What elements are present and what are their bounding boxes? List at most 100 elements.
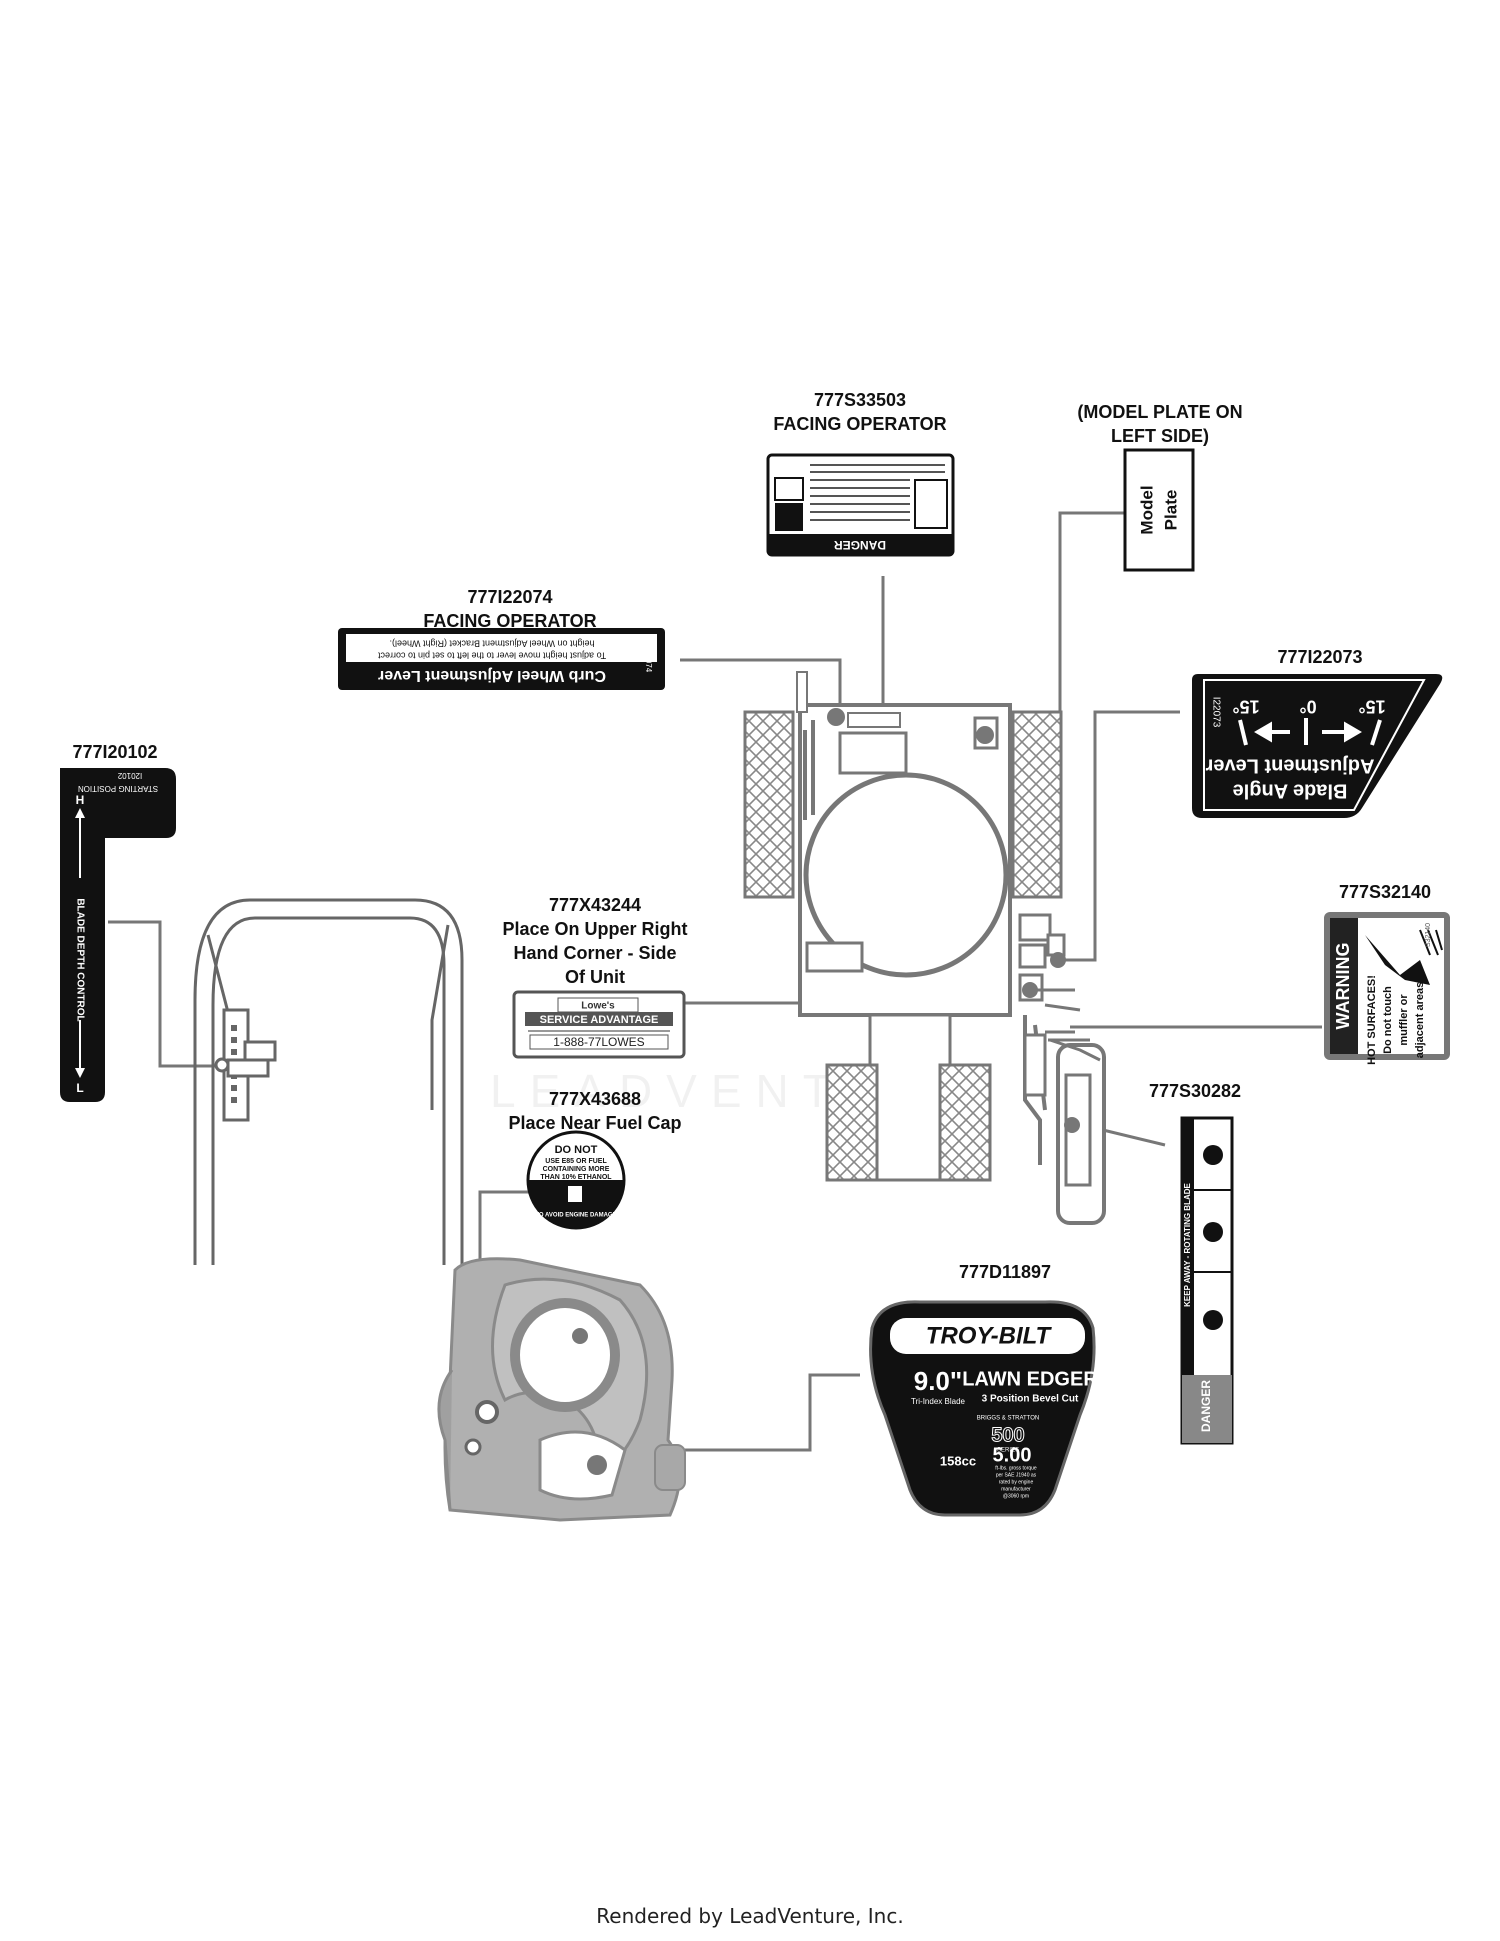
rear-right-wheel bbox=[938, 1063, 992, 1182]
decal-777i22074: Curb Wheel Adjustment Lever To adjust he… bbox=[338, 628, 665, 690]
decal-777s32140: WARNING S32140 HOT SURFACES! Do not touc… bbox=[1324, 912, 1450, 1065]
decal-line: adjacent areas bbox=[1414, 982, 1426, 1058]
decal-line: muffler or bbox=[1398, 994, 1410, 1046]
decal-line: Do not touch bbox=[1382, 986, 1394, 1054]
callout-model-plate: (MODEL PLATE ON LEFT SIDE) bbox=[1050, 400, 1270, 448]
callout-777x43688: 777X43688 Place Near Fuel Cap bbox=[470, 1087, 720, 1135]
engine-air-intake bbox=[510, 1298, 620, 1412]
callout-777s33503: 777S33503 FACING OPERATOR bbox=[730, 388, 990, 436]
part-number: 777S32140 bbox=[1338, 882, 1432, 902]
decal-777d11897: TROY-BILT 9.0" Tri-Index Blade LAWN EDGE… bbox=[869, 1300, 1098, 1517]
decal-spot-top bbox=[847, 712, 901, 728]
decal-line: CONTAINING MORE bbox=[543, 1166, 610, 1173]
part-number: 777I20102 bbox=[72, 742, 158, 762]
decal-text: height on Wheel Adjustment Bracket (Righ… bbox=[389, 639, 594, 649]
decal-product2: 3 Position Bevel Cut bbox=[982, 1394, 1079, 1405]
angle-right: 15° bbox=[1232, 696, 1259, 716]
leader-model-plate bbox=[988, 511, 1125, 737]
decal-line: HOT SURFACES! bbox=[1366, 975, 1378, 1065]
decal-777i20102: I20102 STARTING POSITION H BLADE DEPTH C… bbox=[60, 768, 176, 1102]
placement-note: FACING OPERATOR bbox=[773, 414, 947, 434]
decal-line: THAN 10% ETHANOL bbox=[540, 1174, 612, 1181]
leader-lines bbox=[108, 511, 1322, 1452]
brand-logo: TROY-BILT bbox=[926, 1322, 1053, 1349]
torque-note: manufacturer bbox=[1001, 1486, 1031, 1492]
model-plate-line2: Plate bbox=[1161, 490, 1180, 531]
rear-left-wheel bbox=[825, 1063, 879, 1182]
hazard-icon bbox=[1203, 1222, 1223, 1242]
decal-starting: STARTING POSITION bbox=[78, 784, 158, 793]
decal-brand: Lowe's bbox=[581, 1001, 615, 1012]
decal-header: WARNING bbox=[1333, 943, 1353, 1030]
callout-777d11897: 777D11897 bbox=[935, 1260, 1075, 1284]
decal-sub: Tri-Index Blade bbox=[911, 1397, 966, 1406]
decal-low: L bbox=[76, 1081, 83, 1095]
engine-torque: 5.00 bbox=[993, 1444, 1032, 1466]
torque-note: rated by engine bbox=[999, 1479, 1034, 1485]
part-number: 777S33503 bbox=[813, 390, 907, 410]
placement-note: Place Near Fuel Cap bbox=[508, 1113, 682, 1133]
decal-line: USE E85 OR FUEL bbox=[545, 1158, 607, 1165]
part-number: 777X43688 bbox=[548, 1089, 642, 1109]
left-wheel-tread bbox=[743, 710, 795, 899]
model-plate-line1: Model bbox=[1137, 485, 1156, 534]
decal-line1: Blade Angle bbox=[1233, 780, 1348, 802]
decal-phone: 1-888-77LOWES bbox=[553, 1035, 644, 1049]
decal-high: H bbox=[76, 793, 85, 807]
side-decal-spot bbox=[805, 941, 864, 973]
engine-cover bbox=[803, 772, 1009, 978]
torque-note: per SAE J1940 as bbox=[996, 1472, 1037, 1478]
decal-777x43688: DO NOT USE E85 OR FUEL CONTAINING MORE T… bbox=[526, 1130, 626, 1230]
engine-brand: BRIGGS & STRATTON bbox=[977, 1416, 1039, 1422]
torque-note: ft-lbs. gross torque bbox=[995, 1465, 1037, 1471]
decal-777s30282: DANGER KEEP AWAY - ROTATING BLADE bbox=[1180, 1116, 1234, 1445]
decal-777s33503: DANGER bbox=[766, 453, 955, 557]
model-plate: Model Plate bbox=[1123, 448, 1195, 572]
part-number: 777S30282 bbox=[1148, 1081, 1242, 1101]
hazard-icon bbox=[1203, 1310, 1223, 1330]
edger-machine bbox=[743, 671, 1106, 1225]
torque-note: @3060 rpm bbox=[1003, 1493, 1029, 1499]
angle-left: 15° bbox=[1358, 696, 1385, 716]
handle-assembly bbox=[193, 898, 464, 1265]
callout-777s30282: 777S30282 bbox=[1125, 1079, 1265, 1103]
part-number: 777I22074 bbox=[467, 587, 553, 607]
decal-text: KEEP AWAY - ROTATING BLADE bbox=[1183, 1182, 1192, 1306]
callout-777i20102: 777I20102 bbox=[55, 740, 175, 764]
engine-series: 500 bbox=[991, 1424, 1024, 1446]
decal-size: 9.0" bbox=[914, 1366, 962, 1396]
decal-code: I22074 bbox=[644, 648, 653, 673]
callout-777x43244: 777X43244 Place On Upper Right Hand Corn… bbox=[470, 893, 720, 989]
placement-note: Place On Upper Right bbox=[502, 919, 688, 939]
placement-note: (MODEL PLATE ON bbox=[1077, 402, 1243, 422]
leader-777i20102 bbox=[108, 920, 218, 1068]
placement-note: Of Unit bbox=[565, 967, 625, 987]
decal-code: I20102 bbox=[117, 771, 142, 780]
decal-text: To adjust height move lever to the left … bbox=[377, 651, 606, 661]
callout-777i22074: 777I22074 FACING OPERATOR bbox=[370, 585, 650, 633]
frame bbox=[868, 1013, 952, 1182]
engine-series-word: SERIES bbox=[997, 1448, 1019, 1454]
decal-code: I22073 bbox=[1210, 697, 1221, 728]
decal-line: DO NOT bbox=[555, 1144, 598, 1156]
decal-line2: Adjustment Lever bbox=[1205, 755, 1374, 777]
decal-code: S32140 bbox=[1425, 923, 1432, 947]
placement-note: FACING OPERATOR bbox=[423, 611, 597, 631]
decal-title: SERVICE ADVANTAGE bbox=[540, 1014, 659, 1026]
decal-spot-operator bbox=[838, 731, 908, 775]
part-number: 777D11897 bbox=[958, 1262, 1052, 1282]
footer-credit: Rendered by LeadVenture, Inc. bbox=[596, 1904, 904, 1928]
leader-777i22074 bbox=[680, 658, 842, 715]
decal-777x43244: Lowe's SERVICE ADVANTAGE 1-888-77LOWES bbox=[512, 990, 686, 1059]
callout-777i22073: 777I22073 bbox=[1250, 645, 1390, 669]
decal-777i22073: Blade Angle Adjustment Lever 15° 0° 15° … bbox=[1192, 674, 1443, 818]
arrow-icon bbox=[1238, 718, 1382, 746]
right-wheel-tread bbox=[1011, 710, 1063, 899]
engine bbox=[437, 1257, 686, 1522]
engine-cc: 158cc bbox=[940, 1453, 976, 1468]
decal-product: LAWN EDGER bbox=[962, 1368, 1098, 1390]
hazard-icon bbox=[1203, 1145, 1223, 1165]
angle-center: 0° bbox=[1299, 696, 1316, 716]
placement-note: Hand Corner - Side bbox=[513, 943, 677, 963]
hot-hand-icon bbox=[1365, 935, 1430, 985]
